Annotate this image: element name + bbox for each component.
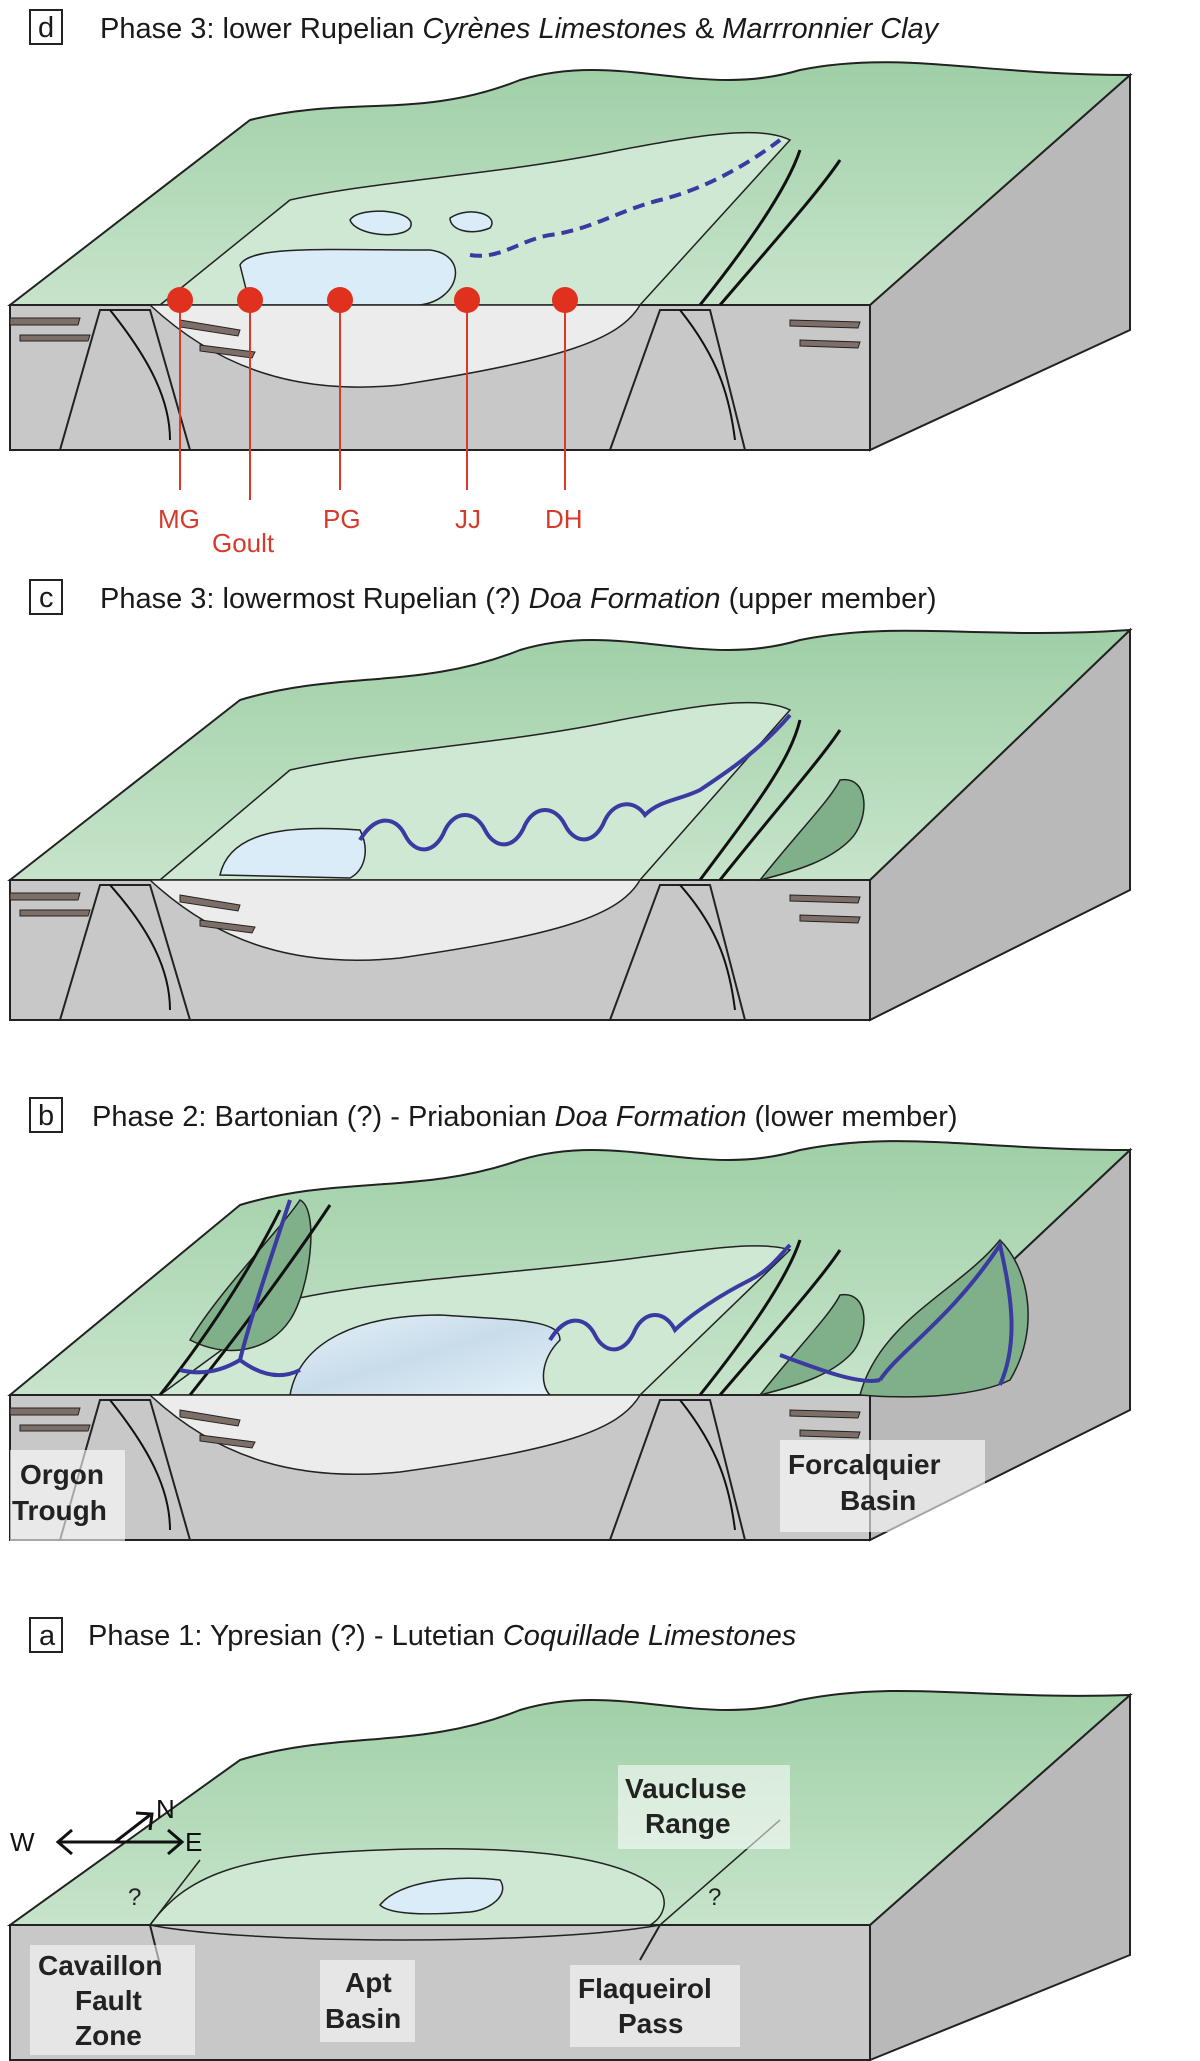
- block-diagram-d: [7, 61, 1133, 452]
- compass-east-label: E: [185, 1827, 202, 1857]
- site-jj-dot: [454, 287, 480, 313]
- panel-letter-box: [29, 1097, 63, 1133]
- panel-a: a Phase 1: Ypresian (?) - Lutetian Coqui…: [6, 1617, 1133, 2061]
- panel-title: Phase 2: Bartonian (?) - Priabonian Doa …: [92, 1101, 958, 1133]
- panel-b-labels: Orgon Trough Forcalquier Basin: [10, 1440, 985, 1542]
- label-cavaillon-fault-zone: Cavaillon: [38, 1950, 162, 1981]
- compass: N W E: [10, 1794, 202, 1857]
- label-forcalquier-basin: Basin: [840, 1485, 916, 1516]
- panel-letter-box: [29, 9, 63, 45]
- panel-a-labels: ? ? Vaucluse Range Cavaillon Fault Zone …: [30, 1765, 790, 2055]
- question-mark-west: ?: [128, 1884, 141, 1911]
- site-markers: MG Goult PG JJ DH: [158, 287, 583, 558]
- panel-letter-box: [29, 1617, 63, 1653]
- label-vaucluse-range: Vaucluse: [625, 1773, 746, 1804]
- panel-d: d Phase 3: lower Rupelian Cyrènes Limest…: [7, 9, 1133, 558]
- compass-north-label: N: [156, 1794, 175, 1824]
- site-pg-dot: [327, 287, 353, 313]
- site-pg-label: PG: [323, 504, 361, 534]
- label-orgon-trough: Trough: [12, 1495, 107, 1526]
- panel-c: c Phase 3: lowermost Rupelian (?) Doa Fo…: [7, 579, 1133, 1022]
- panel-title: Phase 1: Ypresian (?) - Lutetian Coquill…: [88, 1620, 796, 1652]
- panel-title: Phase 3: lowermost Rupelian (?) Doa Form…: [100, 583, 937, 615]
- label-orgon-trough: Orgon: [20, 1459, 104, 1490]
- panel-letter: d: [38, 12, 54, 44]
- panel-letter: a: [39, 1620, 56, 1652]
- compass-west-label: W: [10, 1827, 35, 1857]
- label-cavaillon-fault-zone: Zone: [75, 2020, 142, 2051]
- question-mark-east: ?: [708, 1884, 721, 1911]
- site-jj-label: JJ: [455, 504, 481, 534]
- label-apt-basin: Apt: [345, 1967, 392, 1998]
- site-mg-dot: [167, 287, 193, 313]
- panel-b: b Phase 2: Bartonian (?) - Priabonian Do…: [7, 1097, 1133, 1542]
- panel-letter-box: [29, 579, 63, 615]
- site-dh-label: DH: [545, 504, 583, 534]
- label-cavaillon-fault-zone: Fault: [75, 1985, 142, 2016]
- label-apt-basin: Basin: [325, 2003, 401, 2034]
- label-vaucluse-range: Range: [645, 1808, 731, 1839]
- label-forcalquier-basin: Forcalquier: [788, 1449, 941, 1480]
- site-dh-dot: [552, 287, 578, 313]
- block-diagram-c: [7, 627, 1133, 1022]
- site-goult-label: Goult: [212, 528, 275, 558]
- label-flaqueirol-pass: Flaqueirol: [578, 1973, 712, 2004]
- label-flaqueirol-pass: Pass: [618, 2008, 683, 2039]
- block-diagram-b: [7, 1140, 1133, 1542]
- panel-title: Phase 3: lower Rupelian Cyrènes Limeston…: [100, 13, 940, 45]
- panel-letter: b: [38, 1100, 54, 1132]
- site-goult-dot: [237, 287, 263, 313]
- panel-letter: c: [39, 582, 54, 614]
- site-mg-label: MG: [158, 504, 200, 534]
